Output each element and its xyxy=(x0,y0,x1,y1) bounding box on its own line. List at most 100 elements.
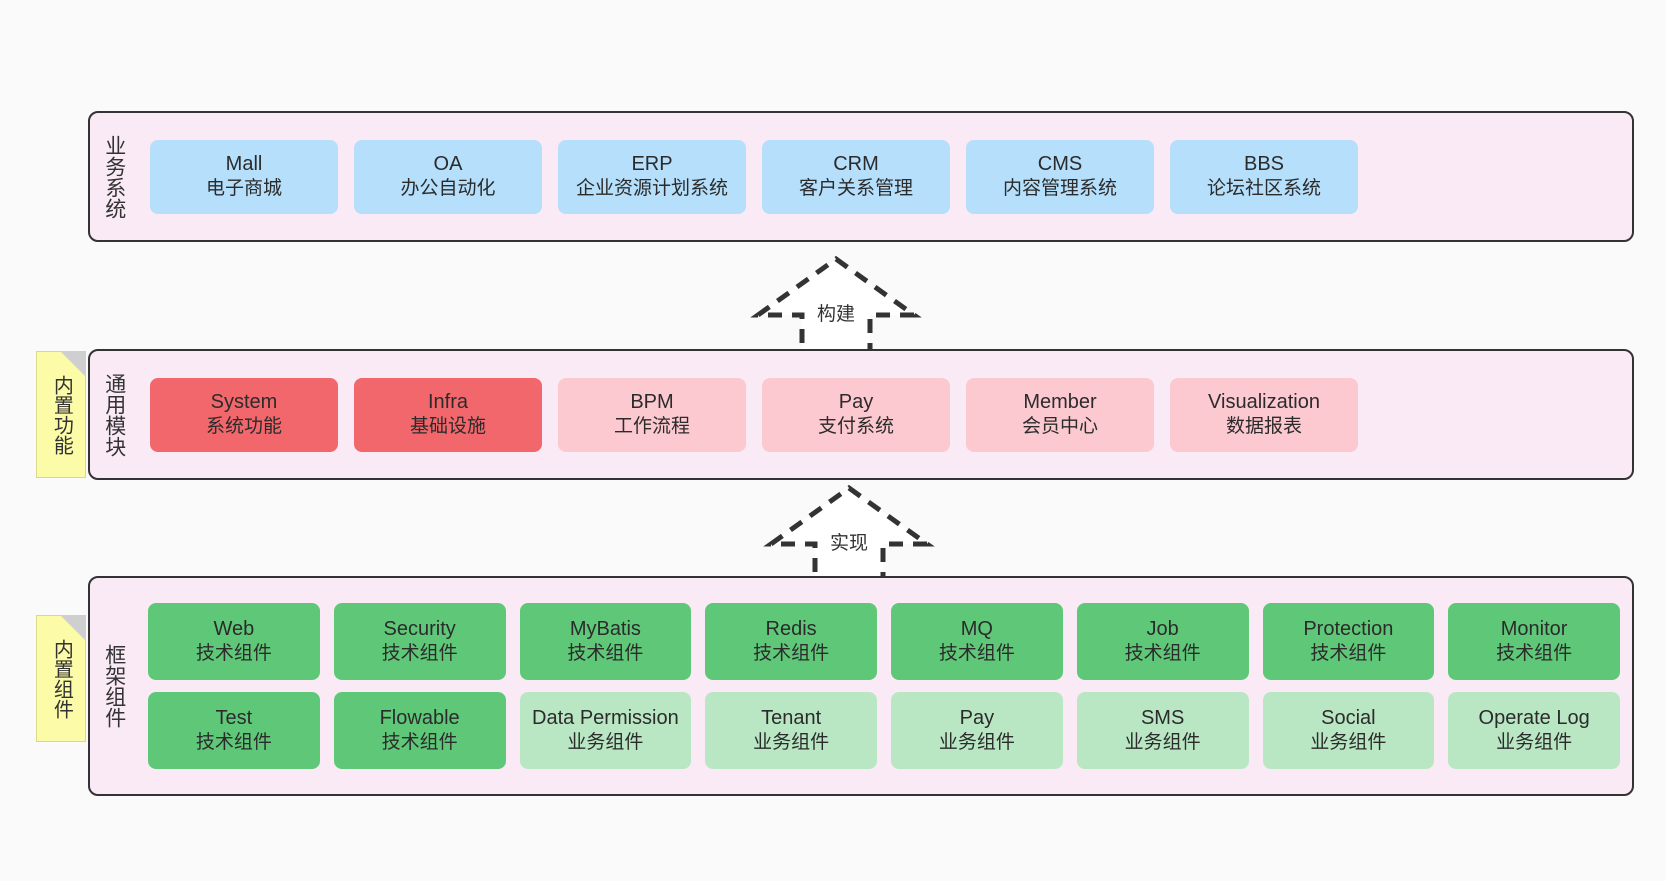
node-mall-en: Mall xyxy=(225,152,263,175)
layer-business-system: 业务系统 Mall 电子商城 OA 办公自动化 ERP 企业资源计划系统 CRM… xyxy=(88,111,1634,242)
node-security[interactable]: Security 技术组件 xyxy=(333,603,506,680)
sticky-note-builtin-components: 内置组件 xyxy=(36,615,86,742)
node-tenant[interactable]: Tenant 业务组件 xyxy=(705,692,877,769)
node-protection-cn: 技术组件 xyxy=(1310,643,1387,665)
node-monitor[interactable]: Monitor 技术组件 xyxy=(1448,603,1620,680)
node-operate-log-cn: 业务组件 xyxy=(1496,732,1573,754)
node-security-cn: 技术组件 xyxy=(381,643,458,665)
node-flowable-en: Flowable xyxy=(379,706,460,729)
node-member-en: Member xyxy=(1023,390,1097,413)
node-erp-cn: 企业资源计划系统 xyxy=(575,178,728,200)
node-mybatis-en: MyBatis xyxy=(569,617,641,640)
node-mybatis[interactable]: MyBatis 技术组件 xyxy=(519,603,692,680)
node-visualization[interactable]: Visualization 数据报表 xyxy=(1170,377,1358,452)
node-oa[interactable]: OA 办公自动化 xyxy=(354,139,542,214)
layer-body-business-system: Mall 电子商城 OA 办公自动化 ERP 企业资源计划系统 CRM 客户关系… xyxy=(138,113,1632,240)
node-infra[interactable]: Infra 基础设施 xyxy=(354,377,542,452)
node-job-cn: 技术组件 xyxy=(1124,643,1201,665)
node-visualization-en: Visualization xyxy=(1208,390,1320,413)
sticky-note-builtin-components-label: 内置组件 xyxy=(50,638,73,719)
node-data-permission-cn: 业务组件 xyxy=(567,732,644,754)
layer-body-common-modules: System 系统功能 Infra 基础设施 BPM 工作流程 Pay 支付系统… xyxy=(138,351,1632,478)
node-bbs[interactable]: BBS 论坛社区系统 xyxy=(1170,139,1358,214)
node-operate-log-en: Operate Log xyxy=(1478,706,1590,729)
node-sms-cn: 业务组件 xyxy=(1124,732,1201,754)
node-system-cn: 系统功能 xyxy=(205,416,282,438)
node-bpm-en: BPM xyxy=(630,390,674,413)
node-crm[interactable]: CRM 客户关系管理 xyxy=(762,139,950,214)
node-erp-en: ERP xyxy=(631,152,673,175)
node-test[interactable]: Test 技术组件 xyxy=(148,692,320,769)
node-web[interactable]: Web 技术组件 xyxy=(148,603,320,680)
node-social-en: Social xyxy=(1321,706,1376,729)
node-bpm-cn: 工作流程 xyxy=(613,416,690,438)
node-tenant-cn: 业务组件 xyxy=(753,732,830,754)
node-flowable-cn: 技术组件 xyxy=(381,732,458,754)
node-web-cn: 技术组件 xyxy=(195,643,272,665)
layer-title-common-modules: 通用模块 xyxy=(102,372,126,457)
node-monitor-cn: 技术组件 xyxy=(1496,643,1573,665)
node-operate-log[interactable]: Operate Log 业务组件 xyxy=(1448,692,1620,769)
node-flowable[interactable]: Flowable 技术组件 xyxy=(333,692,506,769)
node-bpm[interactable]: BPM 工作流程 xyxy=(558,377,746,452)
node-bbs-en: BBS xyxy=(1243,152,1285,175)
node-pay-module[interactable]: Pay 支付系统 xyxy=(762,377,950,452)
node-crm-en: CRM xyxy=(833,152,879,175)
layer-title-framework-components: 框架组件 xyxy=(102,644,126,728)
node-infra-en: Infra xyxy=(427,390,469,413)
framework-component-grid: Web 技术组件 Security 技术组件 MyBatis 技术组件 Redi… xyxy=(148,578,1632,794)
node-mybatis-cn: 技术组件 xyxy=(567,643,644,665)
node-data-permission[interactable]: Data Permission 业务组件 xyxy=(519,692,692,769)
node-social-cn: 业务组件 xyxy=(1310,732,1387,754)
note-fold-corner-icon xyxy=(61,352,85,376)
node-monitor-en: Monitor xyxy=(1500,617,1568,640)
node-protection[interactable]: Protection 技术组件 xyxy=(1262,603,1435,680)
node-tenant-en: Tenant xyxy=(761,706,822,729)
node-test-en: Test xyxy=(215,706,253,729)
node-erp[interactable]: ERP 企业资源计划系统 xyxy=(558,139,746,214)
node-redis-en: Redis xyxy=(765,617,817,640)
node-pay-component-en: Pay xyxy=(959,706,995,729)
node-cms[interactable]: CMS 内容管理系统 xyxy=(966,139,1154,214)
node-job[interactable]: Job 技术组件 xyxy=(1076,603,1249,680)
node-pay-module-en: Pay xyxy=(838,390,874,413)
sticky-note-builtin-features-label: 内置功能 xyxy=(50,374,73,455)
arrow-build-icon: 构建 xyxy=(746,253,926,363)
node-system[interactable]: System 系统功能 xyxy=(150,377,338,452)
node-crm-cn: 客户关系管理 xyxy=(798,178,913,200)
node-protection-en: Protection xyxy=(1303,617,1394,640)
node-visualization-cn: 数据报表 xyxy=(1225,416,1302,438)
node-redis[interactable]: Redis 技术组件 xyxy=(705,603,877,680)
node-pay-module-cn: 支付系统 xyxy=(817,416,894,438)
node-system-en: System xyxy=(210,390,278,413)
node-member[interactable]: Member 会员中心 xyxy=(966,377,1154,452)
node-redis-cn: 技术组件 xyxy=(753,643,830,665)
node-pay-component[interactable]: Pay 业务组件 xyxy=(891,692,1063,769)
node-sms[interactable]: SMS 业务组件 xyxy=(1076,692,1249,769)
node-test-cn: 技术组件 xyxy=(195,732,272,754)
node-member-cn: 会员中心 xyxy=(1021,416,1098,438)
layer-title-business-system: 业务系统 xyxy=(102,134,126,219)
node-mq-en: MQ xyxy=(960,617,993,640)
node-mq-cn: 技术组件 xyxy=(938,643,1015,665)
node-pay-component-cn: 业务组件 xyxy=(938,732,1015,754)
layer-common-modules: 通用模块 System 系统功能 Infra 基础设施 BPM 工作流程 Pay… xyxy=(88,349,1634,480)
node-mall-cn: 电子商城 xyxy=(205,178,282,200)
node-security-en: Security xyxy=(383,617,456,640)
node-cms-en: CMS xyxy=(1037,152,1083,175)
node-bbs-cn: 论坛社区系统 xyxy=(1206,178,1321,200)
node-cms-cn: 内容管理系统 xyxy=(1002,178,1117,200)
node-web-en: Web xyxy=(213,617,255,640)
node-oa-cn: 办公自动化 xyxy=(400,178,496,200)
node-infra-cn: 基础设施 xyxy=(409,416,486,438)
note-fold-corner-icon xyxy=(61,616,85,640)
node-data-permission-en: Data Permission xyxy=(532,706,679,729)
layer-body-framework-components: Web 技术组件 Security 技术组件 MyBatis 技术组件 Redi… xyxy=(138,578,1632,794)
node-mall[interactable]: Mall 电子商城 xyxy=(150,139,338,214)
node-mq[interactable]: MQ 技术组件 xyxy=(891,603,1063,680)
node-sms-en: SMS xyxy=(1140,706,1185,729)
node-job-en: Job xyxy=(1146,617,1179,640)
sticky-note-builtin-features: 内置功能 xyxy=(36,351,86,478)
node-social[interactable]: Social 业务组件 xyxy=(1262,692,1435,769)
node-oa-en: OA xyxy=(433,152,463,175)
